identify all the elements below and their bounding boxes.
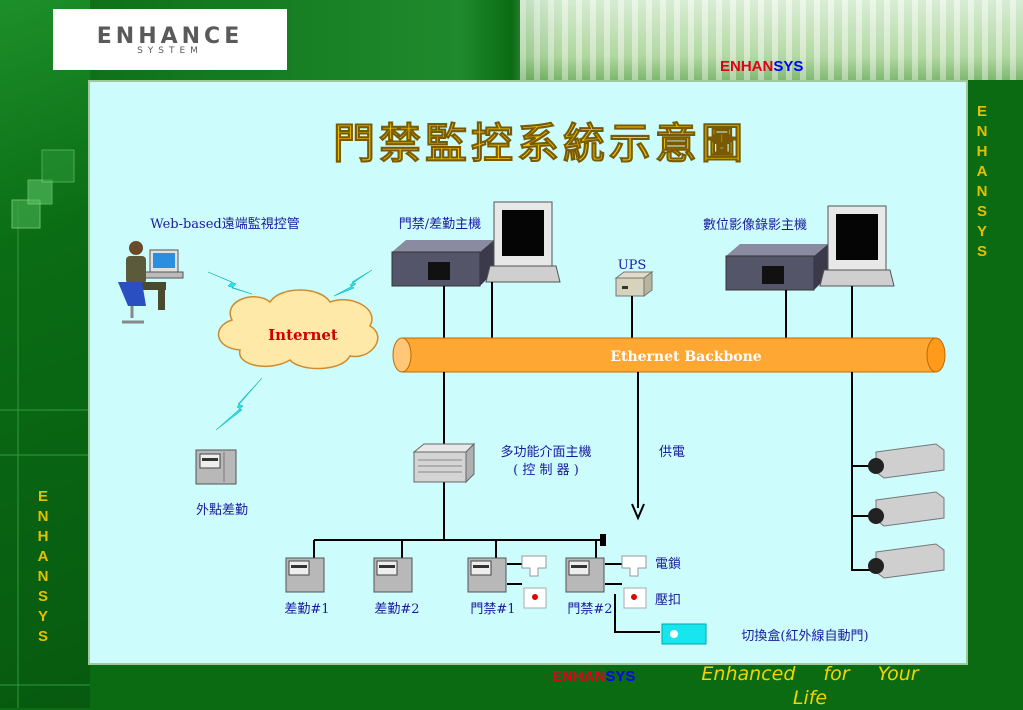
- push-button-label: 壓扣: [655, 593, 681, 608]
- ups-label: UPS: [618, 258, 647, 273]
- camera-icon: [868, 491, 945, 527]
- vertical-letter: E: [37, 488, 48, 505]
- wireless-link-icon: [215, 377, 263, 431]
- electric-lock-label: 電鎖: [655, 556, 681, 572]
- door-terminal-1-icon: [467, 557, 507, 593]
- attendance-terminal-1-icon: [285, 557, 325, 593]
- remote-attendance-label: 外點差勤: [196, 503, 248, 518]
- brand-top: ENHANSYS: [720, 58, 803, 75]
- footer-tagline: Enhanced for Your Life: [701, 663, 919, 709]
- ups-device-icon: [614, 271, 654, 297]
- controller-device-icon: [412, 442, 476, 484]
- remote-user-icon: [118, 241, 184, 324]
- wire-terminator: [600, 534, 606, 546]
- left-frame: [0, 0, 90, 708]
- controller-wiring: [313, 372, 870, 633]
- vertical-letter: A: [976, 163, 988, 180]
- vertical-letter: N: [976, 183, 988, 200]
- access-host-monitor-icon: [485, 201, 561, 283]
- dvr-monitor-icon: [819, 205, 895, 287]
- attendance-2-label: 差勤#2: [374, 602, 419, 617]
- electric-lock-icon: [521, 555, 547, 577]
- footer-brand: ENHANSYS: [552, 668, 635, 685]
- access-host-server-icon: [391, 240, 494, 287]
- city-banner-image: [520, 0, 1023, 80]
- attendance-1-label: 差勤#1: [284, 602, 329, 617]
- vertical-letter: S: [976, 243, 987, 260]
- vertical-letter: Y: [37, 608, 48, 625]
- vertical-letter: A: [37, 548, 49, 565]
- infrared-switch-box-icon: [661, 623, 707, 645]
- access-host-label: 門禁/差勤主機: [399, 217, 481, 232]
- diagram-title: 門禁監控系統示意圖: [333, 119, 747, 168]
- vertical-letter: Y: [976, 223, 987, 240]
- footer-brand-red: ENHAN: [552, 668, 606, 685]
- ethernet-backbone: [392, 337, 946, 373]
- door-1-label: 門禁#1: [470, 602, 515, 617]
- vertical-letter: N: [37, 568, 49, 585]
- push-button-icon: [623, 587, 647, 609]
- remote-attendance-terminal-icon: [195, 449, 237, 485]
- camera-icon: [868, 443, 945, 479]
- right-vertical-brand: E N H A N S Y S: [974, 102, 990, 262]
- backbone-drop-lines: [443, 282, 853, 338]
- switch-box-label: 切換盒(紅外線自動門): [741, 628, 868, 644]
- left-vertical-brand: E N H A N S Y S: [35, 487, 51, 647]
- dvr-server-icon: [725, 244, 828, 291]
- door-terminal-2-icon: [565, 557, 605, 593]
- vertical-letter: S: [37, 628, 48, 645]
- vertical-letter: E: [976, 103, 987, 120]
- footer-brand-blue: SYS: [605, 668, 636, 685]
- push-button-icon: [523, 587, 547, 609]
- wireless-link-icon: [207, 271, 253, 295]
- vertical-letter: N: [976, 123, 988, 140]
- vertical-letter: H: [976, 143, 988, 160]
- dvr-label: 數位影像錄影主機: [703, 218, 807, 233]
- wireless-link-icon: [333, 269, 373, 297]
- internet-cloud-icon: [217, 289, 379, 370]
- backbone-label: Ethernet Backbone: [610, 349, 761, 365]
- electric-lock-icon: [621, 555, 647, 577]
- vertical-letter: S: [37, 588, 48, 605]
- brand-red-part: ENHAN: [720, 58, 774, 75]
- door-2-label: 門禁#2: [567, 602, 612, 617]
- company-logo: ENHANCE SYSTEM: [53, 9, 287, 70]
- remote-monitoring-label: Web-based遠端監視控管: [150, 216, 299, 232]
- internet-label: Internet: [268, 326, 338, 344]
- vertical-letter: H: [37, 528, 49, 545]
- logo-subtext: SYSTEM: [137, 45, 203, 56]
- brand-blue-part: SYS: [773, 58, 804, 75]
- attendance-terminal-2-icon: [373, 557, 413, 593]
- power-label: 供電: [659, 445, 685, 460]
- left-frame-decoration: [0, 149, 90, 708]
- controller-sublabel: ( 控 制 器 ): [513, 463, 579, 478]
- controller-label: 多功能介面主機: [500, 444, 591, 460]
- vertical-letter: N: [37, 508, 49, 525]
- vertical-letter: S: [976, 203, 987, 220]
- camera-icon: [868, 543, 945, 579]
- logo-text: ENHANCE: [96, 23, 244, 49]
- power-arrow-icon: [631, 503, 645, 521]
